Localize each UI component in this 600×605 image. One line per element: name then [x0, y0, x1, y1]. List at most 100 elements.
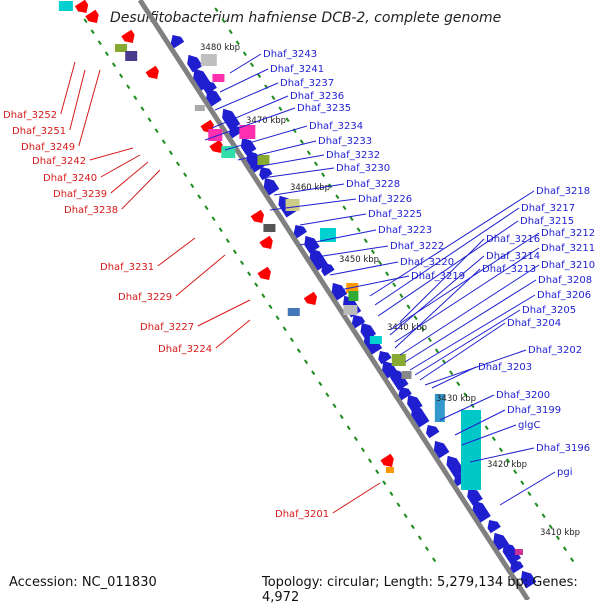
reverse-gene-label: Dhaf_3200	[496, 390, 550, 401]
forward-gene-arrow	[145, 65, 159, 79]
gc-dot	[399, 293, 404, 299]
reverse-gene-label: Dhaf_3208	[538, 275, 592, 286]
gc-dot	[385, 271, 390, 277]
reverse-gene-label: Dhaf_3218	[536, 186, 590, 197]
reverse-label-leader	[377, 220, 519, 317]
reverse-gene-label: Dhaf_3202	[528, 345, 582, 356]
gc-dot	[548, 524, 553, 530]
forward-label-leader	[89, 147, 134, 161]
forward-gene-label: Dhaf_3227	[140, 322, 194, 333]
forward-strand-genes	[74, 0, 394, 467]
colored-gene-box	[212, 74, 225, 82]
gc-dot	[197, 194, 202, 200]
colored-gene-box	[401, 371, 412, 379]
forward-gene-arrow	[209, 139, 223, 153]
reverse-label-leader	[299, 213, 367, 226]
reverse-gene-label: Dhaf_3234	[309, 121, 363, 132]
forward-gene-arrow	[74, 0, 89, 13]
forward-label-leader	[175, 254, 226, 297]
reverse-label-leader	[394, 268, 481, 349]
forward-gene-label: Dhaf_3229	[118, 292, 172, 303]
reverse-gene-arrow	[487, 520, 501, 534]
gc-dot	[232, 249, 237, 255]
gc-dot	[214, 7, 219, 13]
gc-dot	[228, 29, 233, 35]
reverse-label-leader	[499, 471, 556, 506]
colored-gene-box	[434, 394, 445, 422]
gc-dot	[353, 436, 358, 442]
gc-dot	[190, 183, 195, 189]
reverse-gene-arrow	[206, 88, 222, 107]
gc-dot	[282, 326, 287, 332]
forward-gene-arrow	[257, 266, 271, 280]
gc-dot	[342, 205, 347, 211]
reverse-gene-label: Dhaf_3210	[541, 260, 595, 271]
reverse-label-leader	[237, 140, 317, 161]
colored-gene-box	[221, 146, 236, 158]
reverse-label-leader	[219, 68, 269, 93]
colored-gene-box	[285, 199, 300, 211]
reverse-gene-label: Dhaf_3241	[270, 64, 324, 75]
reverse-gene-label: Dhaf_3212	[541, 228, 595, 239]
gc-dot	[235, 40, 240, 46]
colored-gene-box	[263, 224, 276, 232]
reverse-gene-label: Dhaf_3204	[507, 318, 561, 329]
colored-gene-box	[125, 51, 138, 61]
reverse-gene-arrow	[321, 263, 335, 277]
colored-gene-box	[194, 105, 205, 111]
gc-dot	[204, 205, 209, 211]
gc-dot	[211, 216, 216, 222]
gc-dot	[278, 106, 283, 112]
reverse-label-leader	[399, 238, 485, 323]
gc-dot	[420, 326, 425, 332]
colored-gene-box	[257, 155, 270, 165]
gc-dot	[221, 18, 226, 24]
reverse-gene-arrow	[331, 282, 348, 301]
gc-dot	[285, 117, 290, 123]
gc-dot	[325, 392, 330, 398]
gc-dot	[275, 315, 280, 321]
reverse-gene-label: Dhaf_3225	[368, 209, 422, 220]
reverse-gene-label: Dhaf_3222	[390, 241, 444, 252]
reverse-gene-arrow	[502, 542, 521, 565]
reverse-gene-label: pgi	[557, 467, 572, 478]
gc-dot	[239, 260, 245, 266]
forward-label-leader	[110, 161, 149, 194]
gc-dot	[484, 425, 489, 431]
reverse-gene-arrow	[246, 150, 265, 173]
gc-dot	[147, 117, 152, 123]
reverse-label-leader	[269, 198, 357, 211]
colored-gene-box	[200, 54, 217, 66]
gc-dot	[432, 557, 437, 563]
gc-dot	[463, 392, 468, 398]
forward-label-leader	[215, 319, 251, 349]
reverse-gene-label: Dhaf_3206	[537, 290, 591, 301]
gc-dot	[140, 106, 145, 112]
gc-dot	[562, 546, 568, 552]
reverse-gene-arrow	[398, 387, 412, 401]
reverse-label-leader	[389, 255, 485, 336]
gc-dot	[168, 150, 173, 156]
reverse-label-leader	[299, 229, 377, 246]
reverse-gene-arrow	[411, 405, 430, 428]
forward-gene-label: Dhaf_3249	[21, 142, 75, 153]
gc-dot	[513, 469, 518, 475]
reverse-gene-arrow	[378, 351, 392, 365]
reverse-gene-label: Dhaf_3237	[280, 78, 334, 89]
gc-dot	[306, 150, 311, 156]
reverse-gene-arrow	[426, 425, 440, 439]
gc-dot	[570, 557, 575, 563]
forward-gene-arrow	[250, 209, 264, 223]
reverse-gene-label: Dhaf_3223	[378, 225, 432, 236]
gc-dot	[346, 425, 351, 431]
reverse-label-leader	[431, 366, 477, 389]
gc-dot	[268, 304, 273, 310]
gc-dot	[271, 95, 276, 101]
gc-dot	[299, 139, 304, 145]
gc-dot	[363, 238, 368, 244]
reverse-label-leader	[261, 167, 335, 179]
kbp-tick-label: 3470 kbp	[246, 116, 286, 126]
forward-gene-label: Dhaf_3242	[32, 156, 86, 167]
reverse-gene-arrow	[390, 368, 409, 391]
gc-dot	[83, 18, 88, 24]
